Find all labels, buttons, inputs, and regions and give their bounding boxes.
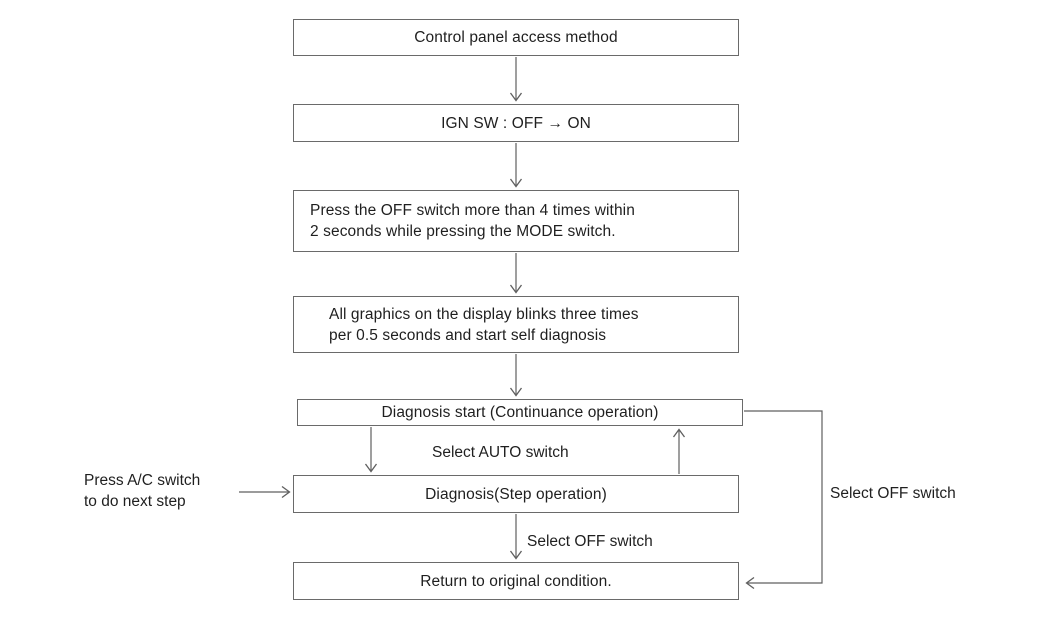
flow-box-text: Diagnosis(Step operation) [425,485,607,503]
flow-box-text-line2: 2 seconds while pressing the MODE switch… [310,223,616,240]
edge-label-select-off-switch-continuance: Select OFF switch [830,485,956,502]
flow-box-graphics-blink: All graphics on the display blinks three… [293,296,739,353]
edge-label-line1: Press A/C switch [84,472,201,489]
flow-box-text: Control panel access method [414,29,618,46]
flow-box-control-panel-access: Control panel access method [293,19,739,56]
edge-label-line2: to do next step [84,493,186,510]
flow-box-text: Diagnosis start (Continuance operation) [381,404,659,421]
flow-box-diagnosis-start: Diagnosis start (Continuance operation) [297,399,743,426]
arrow-start-to-return-via-right [744,410,823,590]
edge-label-select-off-switch-step: Select OFF switch [527,533,653,550]
flow-box-press-off-switch: Press the OFF switch more than 4 times w… [293,190,739,252]
flow-box-ign-sw: IGN SW : OFF → ON [293,104,739,142]
flow-box-text-line1: Press the OFF switch more than 4 times w… [310,202,635,219]
flow-box-text: Return to original condition. [420,572,612,590]
flow-box-text-line1: All graphics on the display blinks three… [329,305,639,323]
flow-box-text: IGN SW : OFF → ON [441,114,591,132]
edge-label-select-auto-switch: Select AUTO switch [432,444,569,461]
edge-label-press-ac-switch: Press A/C switch to do next step [84,470,254,512]
flow-box-text-line2: per 0.5 seconds and start self diagnosis [329,326,607,344]
flow-box-return-original: Return to original condition. [293,562,739,600]
flow-box-diagnosis-step: Diagnosis(Step operation) [293,475,739,513]
